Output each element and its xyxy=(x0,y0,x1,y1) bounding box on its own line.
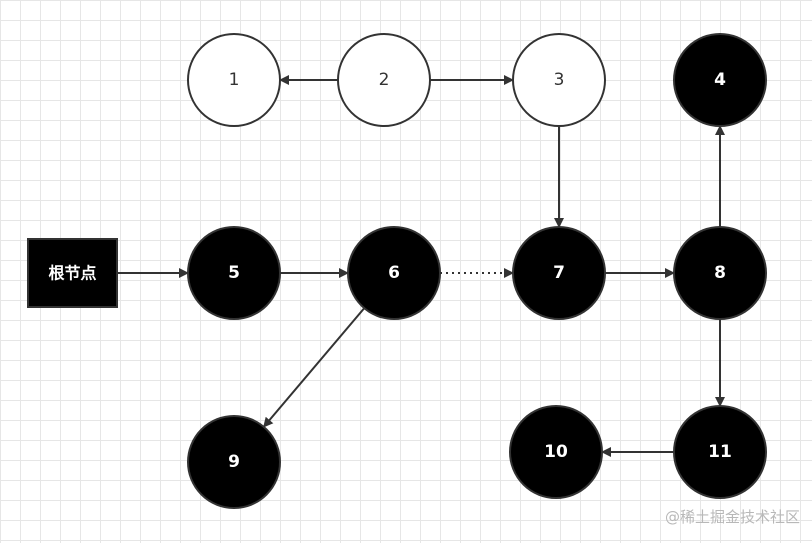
node-8-circle xyxy=(673,226,767,320)
node-5: 5 xyxy=(187,226,281,320)
root-node: 根节点 xyxy=(27,238,118,308)
node-1: 1 xyxy=(187,33,281,127)
node-4-circle xyxy=(673,33,767,127)
node-11-circle xyxy=(673,405,767,499)
watermark: @稀土掘金技术社区 xyxy=(664,508,800,526)
node-9: 9 xyxy=(187,415,281,509)
node-2-label: 2 xyxy=(379,70,390,90)
node-9-label: 9 xyxy=(228,452,240,472)
node-10: 10 xyxy=(509,405,603,499)
node-6: 6 xyxy=(347,226,441,320)
edges-layer xyxy=(117,75,725,457)
node-7-circle xyxy=(512,226,606,320)
node-7-label: 7 xyxy=(553,263,565,283)
node-10-label: 10 xyxy=(544,442,568,462)
node-2-circle xyxy=(337,33,431,127)
node-4-label: 4 xyxy=(714,70,726,90)
node-1-circle xyxy=(187,33,281,127)
node-1-label: 1 xyxy=(229,70,240,90)
node-3-label: 3 xyxy=(554,70,565,90)
edge-6-to-9 xyxy=(262,307,366,428)
node-2: 2 xyxy=(337,33,431,127)
node-6-label: 6 xyxy=(388,263,400,283)
node-4: 4 xyxy=(673,33,767,127)
node-10-circle xyxy=(509,405,603,499)
nodes-layer: 根节点 1 2 3 4 5 6 7 8 9 10 11 xyxy=(27,33,767,509)
node-6-circle xyxy=(347,226,441,320)
node-8-label: 8 xyxy=(714,263,726,283)
node-11: 11 xyxy=(673,405,767,499)
node-3: 3 xyxy=(512,33,606,127)
node-11-label: 11 xyxy=(708,442,732,462)
node-9-circle xyxy=(187,415,281,509)
node-7: 7 xyxy=(512,226,606,320)
node-8: 8 xyxy=(673,226,767,320)
root-node-box xyxy=(27,238,118,308)
node-5-circle xyxy=(187,226,281,320)
node-3-circle xyxy=(512,33,606,127)
root-node-label: 根节点 xyxy=(48,264,96,283)
node-5-label: 5 xyxy=(228,263,240,283)
